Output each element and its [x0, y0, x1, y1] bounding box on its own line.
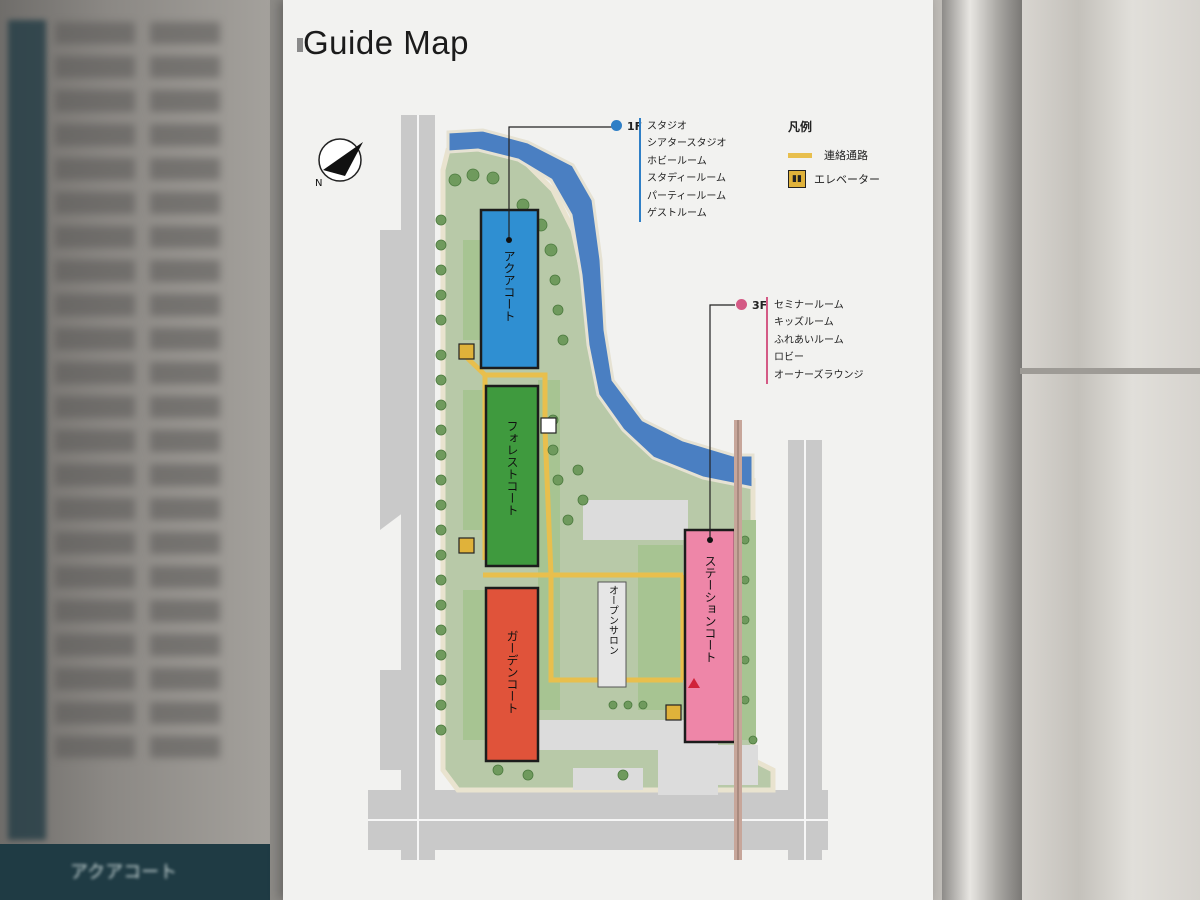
garden-court-label: ガーデンコート — [505, 630, 519, 714]
path-swatch-icon — [788, 152, 812, 158]
board-accent-strip — [8, 20, 46, 840]
floor-1-tag: 1F — [611, 120, 642, 133]
elevators — [458, 343, 700, 721]
floor-1-room: ホビールーム — [647, 155, 707, 167]
station-court-building — [683, 528, 737, 744]
garden-court-building — [484, 586, 540, 763]
metal-pipe — [942, 0, 1022, 900]
compass-label: N — [315, 178, 322, 189]
tile-joint — [1020, 368, 1200, 374]
board-bottom-tab-label: アクアコート — [70, 862, 178, 883]
floor-1-room-list: スタジオ シアタースタジオ ホビールーム スタディールーム パーティールーム ゲ… — [639, 118, 727, 223]
floor-3-room-list: セミナールーム キッズルーム ふれあいルーム ロビー オーナーズラウンジ — [766, 297, 864, 385]
floor-1-room: ゲストルーム — [647, 208, 707, 220]
floor-3-tag: 3F — [736, 299, 767, 312]
floor-1-room: スタディールーム — [647, 173, 726, 185]
open-salon-building — [597, 581, 627, 688]
floor-3-room: オーナーズラウンジ — [774, 369, 864, 381]
floor-1-room: パーティールーム — [647, 190, 727, 202]
open-salon-label: オープンサロン — [607, 585, 619, 655]
floor-3-label: 3F — [752, 299, 768, 312]
floor-3-dot — [736, 299, 747, 310]
legend-elevator-row: ▮▮ エレベーター — [788, 169, 880, 189]
floor-3-room: ロビー — [774, 352, 804, 364]
legend-title: 凡例 — [788, 120, 813, 134]
forest-court-building — [484, 384, 540, 568]
wall-background — [930, 0, 1200, 900]
title-marker — [297, 38, 303, 52]
elevator-icon — [458, 537, 475, 554]
floor-1-label: 1F — [627, 120, 643, 133]
site-map: アクアコート フォレストコート ガーデンコート ステーションコート オープンサロ… — [315, 115, 828, 860]
court-labels: アクアコート フォレストコート ガーデンコート ステーションコート オープンサロ… — [502, 250, 717, 714]
legend-path-row: 連絡通路 — [788, 145, 880, 165]
adjacent-directory-board: アクアコート — [0, 0, 270, 900]
map-legend: 凡例 連絡通路 ▮▮ エレベーター — [788, 118, 880, 193]
legend-elevator-label: エレベーター — [814, 173, 880, 186]
floor-3-room: ふれあいルーム — [774, 334, 844, 346]
legend-path-label: 連絡通路 — [824, 149, 868, 162]
blurred-directory-column — [55, 10, 135, 870]
guide-map-sign: Guide Map — [283, 0, 933, 900]
aqua-court-label: アクアコート — [502, 250, 516, 322]
floor-1-room: スタジオ — [647, 121, 687, 132]
board-bottom-tab: アクアコート — [0, 844, 270, 900]
elevator-icon — [540, 417, 557, 434]
railway — [734, 420, 742, 860]
compass-icon: N — [315, 138, 363, 189]
elevator-icon — [665, 704, 682, 721]
floor-3-room: セミナールーム — [774, 300, 844, 311]
blurred-directory-column — [150, 10, 220, 870]
floor-3-room: キッズルーム — [774, 317, 834, 329]
page-title: Guide Map — [303, 24, 469, 61]
elevator-icon — [458, 343, 475, 360]
leader-lines — [508, 126, 735, 540]
floor-1-dot — [611, 120, 622, 131]
forest-court-label: フォレストコート — [505, 420, 519, 516]
elevator-icon: ▮▮ — [788, 170, 806, 188]
floor-1-room: シアタースタジオ — [647, 138, 727, 150]
river — [446, 128, 755, 490]
current-location-marker-icon — [688, 678, 700, 688]
station-court-label: ステーションコート — [703, 555, 717, 663]
